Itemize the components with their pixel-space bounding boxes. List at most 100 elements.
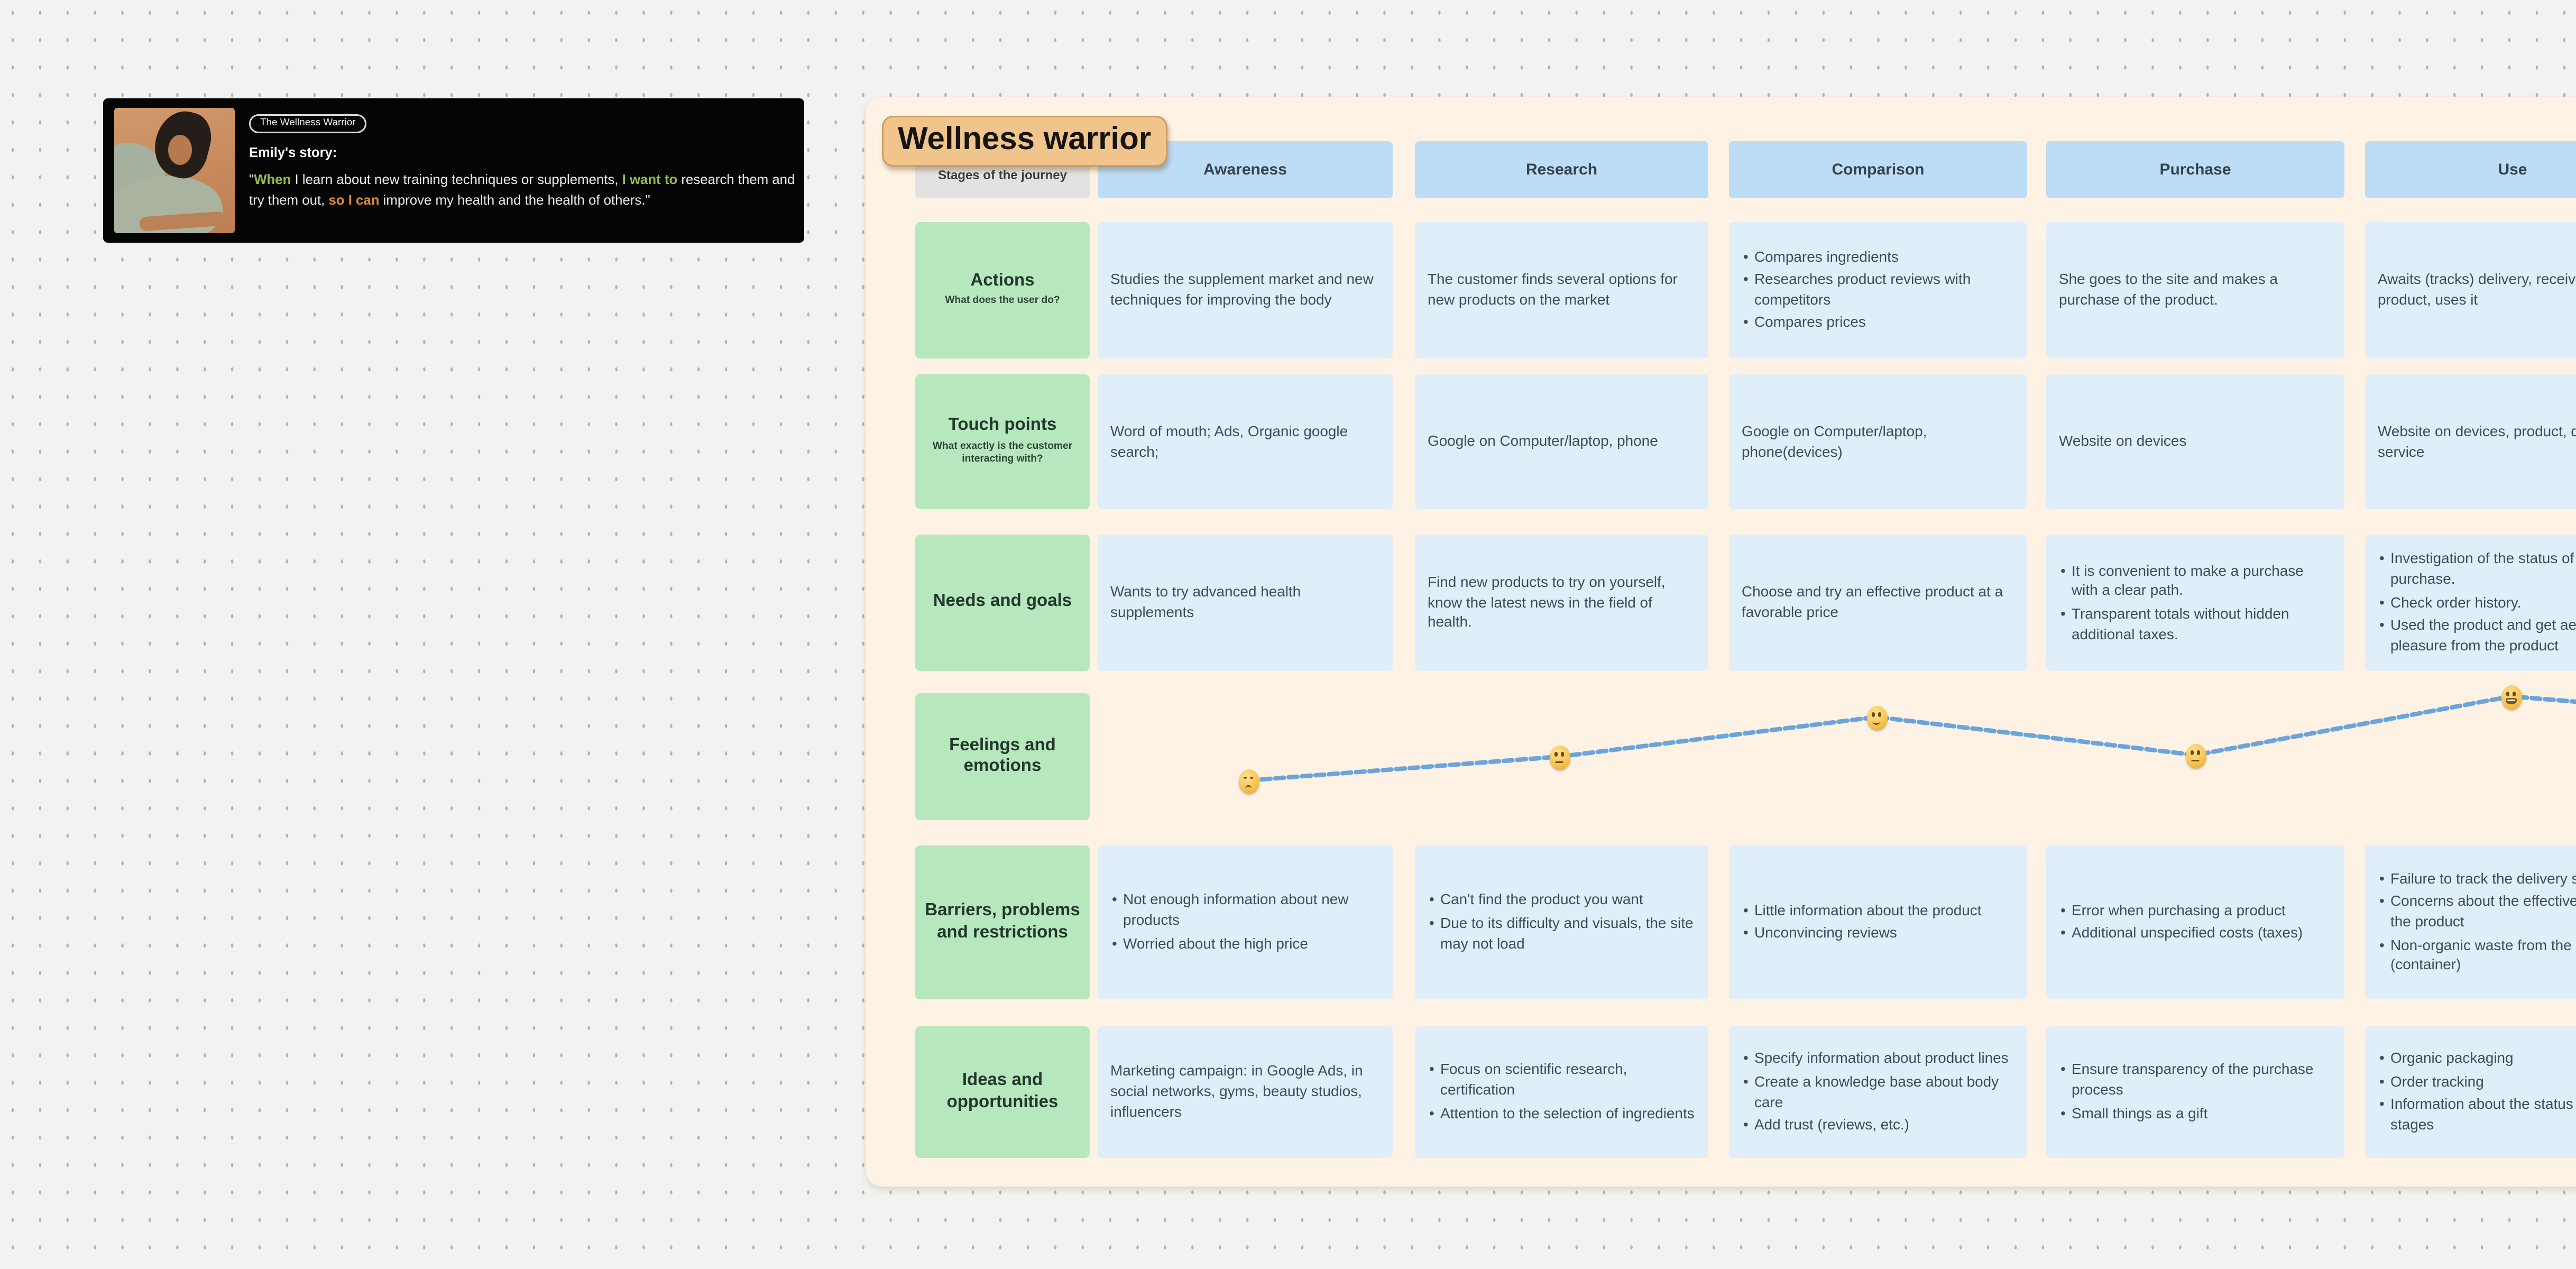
bullet-item: Order tracking [2378, 1072, 2576, 1092]
persona-quote: "When I learn about new training techniq… [249, 170, 798, 211]
cell-text: Choose and try an effective product at a… [1742, 584, 2003, 620]
bullet-item: Researches product reviews with competit… [1742, 270, 2014, 311]
bullet-item: Compares prices [1742, 313, 2014, 333]
row-title: Needs and goals [933, 592, 1072, 611]
persona-card[interactable]: The Wellness Warrior Emily's story: "Whe… [103, 98, 804, 243]
bullet-item: Add trust (reviews, etc.) [1742, 1115, 2014, 1135]
cell-bullet-list: Compares ingredients Researches product … [1742, 244, 2014, 336]
cell-touch-use[interactable]: Website on devices, product, delivery se… [2365, 374, 2576, 509]
bullet-item: Additional unspecified costs (taxes) [2059, 924, 2332, 944]
bullet-item: Create a knowledge base about body care [1742, 1072, 2014, 1112]
row-label-ideas[interactable]: Ideas and opportunities [915, 1026, 1090, 1158]
bullet-item: Investigation of the status of the purch… [2378, 549, 2576, 590]
cell-actions-comparison[interactable]: Compares ingredients Researches product … [1729, 222, 2027, 358]
cell-bullet-list: Little information about the product Unc… [1742, 898, 2014, 946]
corner-header[interactable]: Stages of the journey [915, 163, 1090, 198]
face-mouth [1872, 720, 1881, 725]
quote-text: " [249, 171, 254, 187]
cell-bullet-list: It is convenient to make a purchase with… [2059, 558, 2332, 647]
cell-text: Find new products to try on yourself, kn… [1428, 574, 1666, 631]
cell-text: Google on Computer/laptop, phone [1428, 433, 1658, 449]
cell-needs-research[interactable]: Find new products to try on yourself, kn… [1415, 535, 1708, 671]
quote-highlight-when: When [254, 171, 291, 187]
stage-header-use[interactable]: Use [2365, 141, 2576, 198]
bullet-item: Ensure transparency of the purchase proc… [2059, 1060, 2332, 1101]
cell-touch-research[interactable]: Google on Computer/laptop, phone [1415, 374, 1708, 509]
stage-header-purchase[interactable]: Purchase [2046, 141, 2344, 198]
bullet-item: Specify information about product lines [1742, 1049, 2014, 1069]
bullet-item: Little information about the product [1742, 901, 2014, 921]
row-label-touch-points[interactable]: Touch points What exactly is the custome… [915, 374, 1090, 509]
cell-ideas-purchase[interactable]: Ensure transparency of the purchase proc… [2046, 1026, 2344, 1158]
cell-bullet-list: Not enough information about new product… [1110, 888, 1380, 957]
cell-text: Website on devices, product, delivery se… [2378, 423, 2576, 459]
bullet-item: It is convenient to make a purchase with… [2059, 561, 2332, 602]
persona-photo [114, 108, 235, 233]
cell-touch-awareness[interactable]: Word of mouth; Ads, Organic google searc… [1098, 374, 1393, 509]
bullet-item: Transparent totals without hidden additi… [2059, 604, 2332, 645]
cell-ideas-awareness[interactable]: Marketing campaign: in Google Ads, in so… [1098, 1026, 1393, 1158]
bullet-item: Used the product and get aesthetic pleas… [2378, 615, 2576, 656]
quote-highlight-so: so I can [328, 192, 380, 208]
row-title: Ideas and opportunities [946, 1071, 1059, 1111]
row-title: Actions [970, 271, 1035, 290]
bullet-item: Small things as a gift [2059, 1104, 2332, 1124]
cell-text: Word of mouth; Ads, Organic google searc… [1110, 423, 1348, 459]
bullet-item: Focus on scientific research, certificat… [1428, 1060, 1696, 1101]
cell-touch-purchase[interactable]: Website on devices [2046, 374, 2344, 509]
row-label-needs-goals[interactable]: Needs and goals [915, 535, 1090, 671]
cell-needs-use[interactable]: Investigation of the status of the purch… [2365, 535, 2576, 671]
stage-header-research[interactable]: Research [1415, 141, 1708, 198]
cell-ideas-research[interactable]: Focus on scientific research, certificat… [1415, 1026, 1708, 1158]
cell-barriers-comparison[interactable]: Little information about the product Unc… [1729, 845, 2027, 999]
cell-text: The customer finds several options for n… [1428, 271, 1678, 308]
bullet-item: Organic packaging [2378, 1049, 2576, 1069]
bullet-item: Due to its difficulty and visuals, the s… [1428, 914, 1696, 954]
persona-badge: The Wellness Warrior [249, 113, 367, 133]
quote-highlight-want: I want to [622, 171, 678, 187]
cell-needs-purchase[interactable]: It is convenient to make a purchase with… [2046, 535, 2344, 671]
bullet-item: Concerns about the effectiveness of the … [2378, 892, 2576, 933]
cell-ideas-use[interactable]: Organic packaging Order tracking Informa… [2365, 1026, 2576, 1158]
persona-story-label: Emily's story: [249, 144, 337, 160]
cell-needs-awareness[interactable]: Wants to try advanced health supplements [1098, 535, 1393, 671]
row-title: Barriers, problems and restrictions [925, 901, 1080, 942]
quote-text: improve my health and the health of othe… [379, 192, 650, 208]
face-mouth [2191, 759, 2200, 762]
cell-bullet-list: Error when purchasing a product Addition… [2059, 898, 2332, 946]
cell-touch-comparison[interactable]: Google on Computer/laptop, phone(devices… [1729, 374, 2027, 509]
cell-text: Wants to try advanced health supplements [1110, 584, 1301, 620]
bullet-item: Non-organic waste from the product (cont… [2378, 935, 2576, 976]
cell-actions-use[interactable]: Awaits (tracks) delivery, receives produ… [2365, 222, 2576, 358]
face-mouth [2506, 698, 2516, 704]
cell-text: Google on Computer/laptop, phone(devices… [1742, 423, 1927, 459]
board-title-note[interactable]: Wellness warrior [882, 116, 1167, 167]
cell-barriers-purchase[interactable]: Error when purchasing a product Addition… [2046, 845, 2344, 999]
cell-actions-purchase[interactable]: She goes to the site and makes a purchas… [2046, 222, 2344, 358]
bullet-item: Compares ingredients [1742, 247, 2014, 267]
bullet-item: Failure to track the delivery status [2378, 869, 2576, 889]
row-label-feelings-emotions[interactable]: Feelings and emotions [915, 693, 1090, 820]
cell-needs-comparison[interactable]: Choose and try an effective product at a… [1729, 535, 2027, 671]
bullet-item: Not enough information about new product… [1110, 890, 1380, 931]
row-title: Touch points [948, 416, 1057, 435]
cell-text: Website on devices [2059, 433, 2187, 449]
cell-ideas-comparison[interactable]: Specify information about product lines … [1729, 1026, 2027, 1158]
cell-barriers-use[interactable]: Failure to track the delivery status Con… [2365, 845, 2576, 999]
row-subtitle: What does the user do? [945, 296, 1060, 307]
quote-text: I learn about new training techniques or… [291, 171, 622, 187]
stage-header-comparison[interactable]: Comparison [1729, 141, 2027, 198]
bullet-item: Can't find the product you want [1428, 890, 1696, 911]
bullet-item: Worried about the high price [1110, 934, 1380, 954]
cell-actions-research[interactable]: The customer finds several options for n… [1415, 222, 1708, 358]
row-label-actions[interactable]: Actions What does the user do? [915, 222, 1090, 358]
face-mouth [1245, 785, 1252, 788]
row-label-barriers[interactable]: Barriers, problems and restrictions [915, 845, 1090, 999]
cell-barriers-awareness[interactable]: Not enough information about new product… [1098, 845, 1393, 999]
cell-actions-awareness[interactable]: Studies the supplement market and new te… [1098, 222, 1393, 358]
cell-barriers-research[interactable]: Can't find the product you want Due to i… [1415, 845, 1708, 999]
bullet-item: Attention to the selection of ingredient… [1428, 1104, 1696, 1124]
cell-bullet-list: Investigation of the status of the purch… [2378, 547, 2576, 659]
face-mouth [1555, 761, 1563, 764]
